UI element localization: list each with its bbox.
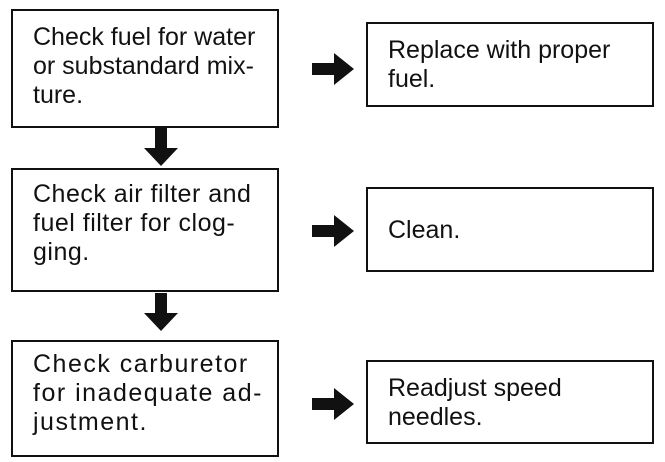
- right-arrow-icon: [312, 53, 354, 85]
- check-box-carburetor: Check carburetor for inadequate ad- just…: [11, 340, 279, 457]
- check-box-filters: Check air filter and fuel filter for clo…: [11, 168, 279, 292]
- right-arrow-icon: [312, 215, 354, 247]
- remedy-box-fuel: Replace with proper fuel.: [366, 22, 654, 107]
- remedy-text-clean: Clean.: [388, 216, 461, 244]
- check-text-carburetor: Check carburetor for inadequate ad- just…: [33, 350, 263, 436]
- check-text-fuel: Check fuel for water or substandard mix-…: [33, 23, 256, 109]
- check-text-filters: Check air filter and fuel filter for clo…: [33, 180, 252, 266]
- remedy-box-clean: Clean.: [366, 187, 654, 272]
- check-box-fuel: Check fuel for water or substandard mix-…: [11, 9, 279, 128]
- remedy-text-readjust: Readjust speed needles.: [388, 374, 562, 431]
- down-arrow-icon: [144, 128, 178, 166]
- right-arrow-icon: [312, 388, 354, 420]
- remedy-box-readjust: Readjust speed needles.: [366, 360, 654, 444]
- remedy-text-fuel: Replace with proper fuel.: [388, 36, 611, 93]
- down-arrow-icon: [144, 293, 178, 331]
